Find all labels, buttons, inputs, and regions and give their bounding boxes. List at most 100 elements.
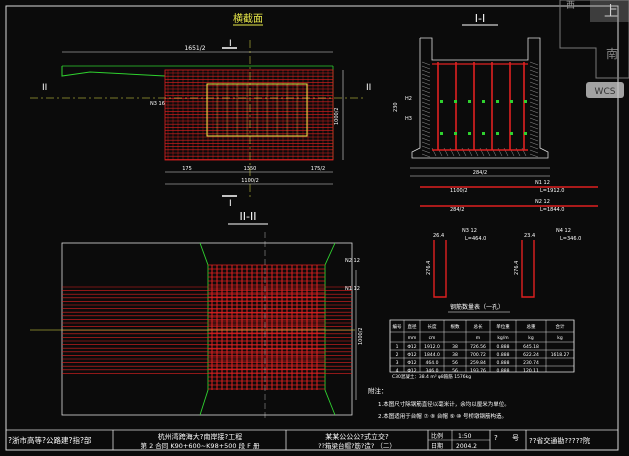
table-header-cell: 直径 bbox=[408, 323, 417, 330]
title-scale-value: 1:50 bbox=[458, 433, 472, 440]
table-cell: 0.888 bbox=[497, 352, 510, 358]
wcs-button[interactable]: WCS bbox=[586, 82, 624, 98]
table-unit-cell: kg/m bbox=[497, 335, 508, 341]
title-block: ?浙市高等?公路建?指?部 杭州湾跨海大?南岸接?工程 第 2 合同 K90+6… bbox=[6, 429, 618, 450]
table-cell: 645.18 bbox=[523, 344, 539, 350]
table-cell: 1618.27 bbox=[551, 352, 570, 358]
section-mark-i-top: I bbox=[229, 39, 232, 49]
section-mark-i-bottom: I bbox=[229, 199, 232, 209]
title-project-line2: 第 2 合同 K90+600~K98+500 段 F 册 bbox=[141, 441, 260, 450]
table-cell: 1 bbox=[396, 344, 399, 350]
table-cell: 700.72 bbox=[470, 352, 486, 358]
rebar-n4-label: N4 12 bbox=[556, 228, 571, 234]
title-date-value: 2004.2 bbox=[456, 443, 477, 450]
section-ii-right-dim: 1000/2 bbox=[358, 327, 364, 345]
table-cell: 622.24 bbox=[523, 352, 539, 358]
table-unit-cell: m bbox=[476, 336, 480, 341]
table-header-cell: 根数 bbox=[451, 323, 460, 330]
table-cell: Φ12 bbox=[407, 352, 416, 358]
plan-dim-bottom: 1100/2 bbox=[241, 178, 259, 184]
table-cell: 56 bbox=[452, 360, 458, 366]
table-header-cell: 合计 bbox=[556, 323, 565, 330]
section-ii-label-a: N2 12 bbox=[345, 258, 360, 264]
rebar-n3-dim-b: 276.4 bbox=[426, 261, 432, 275]
plan-side-label: N3 16 bbox=[150, 101, 165, 107]
plan-right-dim: 1000/2 bbox=[334, 107, 340, 125]
rebar-n2-span: 284/2 bbox=[450, 207, 464, 213]
plan-dim-mid: 1350 bbox=[244, 166, 257, 172]
notes-label: 附注： bbox=[368, 386, 388, 395]
table-cell: 0.888 bbox=[497, 344, 510, 350]
plan-dim-left: 175 bbox=[182, 166, 192, 172]
table-cell: 259.84 bbox=[470, 360, 486, 366]
table-cell: 56 bbox=[452, 368, 458, 374]
title-drawing-line1: 某某公公公?式立交? bbox=[325, 432, 389, 441]
rebar-n3-length: L=464.0 bbox=[465, 236, 486, 242]
rebar-n2-label: N2 12 bbox=[535, 199, 550, 205]
table-cell: 0.888 bbox=[497, 360, 510, 366]
rebar-n1-length: L=1912.0 bbox=[540, 188, 564, 194]
title-date-label: 日期 bbox=[431, 442, 443, 450]
section-ii-view: II-II N2 12 N1 12 1000/2 bbox=[30, 210, 364, 420]
table-cell: 1844.0 bbox=[424, 352, 440, 358]
title-org: ?浙市高等?公路建?指?部 bbox=[8, 435, 92, 445]
rebar-n1-span: 1100/2 bbox=[450, 188, 468, 194]
section-dim-bottom: 284/2 bbox=[473, 170, 487, 176]
table-cell: 120.11 bbox=[523, 368, 539, 374]
table-cell: 230.74 bbox=[523, 360, 539, 366]
rebar-n4-dim-a: 23.4 bbox=[524, 233, 535, 239]
rebar-n4-dim-b: 276.4 bbox=[514, 261, 520, 275]
table-cell: 38 bbox=[452, 344, 458, 350]
rebar-n2-length: L=1844.0 bbox=[540, 207, 564, 213]
table-cell: 464.0 bbox=[426, 360, 439, 366]
table-cell: Φ12 bbox=[407, 360, 416, 366]
table-header-cell: 长度 bbox=[428, 323, 437, 330]
section-h3: H3 bbox=[405, 116, 412, 122]
plan-dim-top: 1651/2 bbox=[184, 45, 205, 52]
table-unit-cell: kg bbox=[528, 335, 534, 341]
wcs-label: WCS bbox=[595, 87, 616, 97]
viewcube-face-label: 上 bbox=[604, 4, 618, 20]
compass-south-label: 南 bbox=[606, 46, 618, 61]
section-ii-label-b: N1 12 bbox=[345, 286, 360, 292]
section-left-dim: 230 bbox=[393, 102, 399, 112]
viewcube[interactable]: 上 西 南 bbox=[559, 0, 629, 79]
table-cell: Φ12 bbox=[407, 368, 416, 374]
rebar-n1-label: N1 12 bbox=[535, 180, 550, 186]
title-fig-number: 号 bbox=[512, 434, 519, 442]
table-footer: C30混凝土：38.4 m³ φ8箍筋 1576kg bbox=[392, 373, 471, 380]
table-cell: 4 bbox=[396, 368, 399, 374]
table-cell: Φ12 bbox=[407, 344, 416, 350]
rebar-n3-label: N3 12 bbox=[462, 228, 477, 234]
sheet-frame bbox=[5, 5, 619, 451]
viewcube-face[interactable] bbox=[590, 0, 629, 22]
table-title: 钢筋数量表（一孔） bbox=[450, 303, 504, 311]
note-2: 2.本图适用于台帽 ⑦ ⑧ 台帽 ⑨ ⑩ 号桥墩钢筋构造。 bbox=[378, 412, 507, 420]
rebar-n3: N3 12 L=464.0 26.4 276.4 bbox=[426, 228, 486, 298]
section-i-title: I-I bbox=[475, 12, 485, 25]
table-header-cell: 总长 bbox=[474, 323, 483, 330]
title-drawing-line2: ??箱梁台帽?筋?造? （二） bbox=[318, 441, 396, 450]
plan-title: 横截面 bbox=[233, 12, 263, 25]
plan-view: 横截面 I I II II 1651/2 N3 16 1000/2 175 13… bbox=[30, 12, 371, 209]
section-mark-ii-left: II bbox=[42, 83, 47, 93]
section-h2: H2 bbox=[405, 96, 412, 102]
title-project-line1: 杭州湾跨海大?南岸接?工程 bbox=[158, 432, 242, 441]
table-cell: 1912.0 bbox=[424, 344, 440, 350]
viewcube-top-label: 西 bbox=[566, 0, 575, 11]
table-cell: 3 bbox=[396, 360, 399, 366]
section-rebars bbox=[432, 62, 528, 151]
title-designer: ??省交通勘?????院 bbox=[529, 436, 590, 445]
table-cell: 193.76 bbox=[470, 368, 486, 374]
notes: 附注： 1.本图尺寸除钢筋直径以毫米计，余均以厘米为单位。 2.本图适用于台帽 … bbox=[368, 386, 510, 420]
table-cell: 726.56 bbox=[470, 344, 486, 350]
plan-inner-outline bbox=[206, 83, 308, 137]
rebar-n3-dim-a: 26.4 bbox=[433, 233, 444, 239]
table-unit-cell: mm bbox=[408, 336, 417, 341]
table-unit-cell: kg bbox=[557, 335, 563, 341]
table-cell: 38 bbox=[452, 352, 458, 358]
rebar-n4: N4 12 L=346.0 23.4 276.4 bbox=[514, 228, 581, 298]
